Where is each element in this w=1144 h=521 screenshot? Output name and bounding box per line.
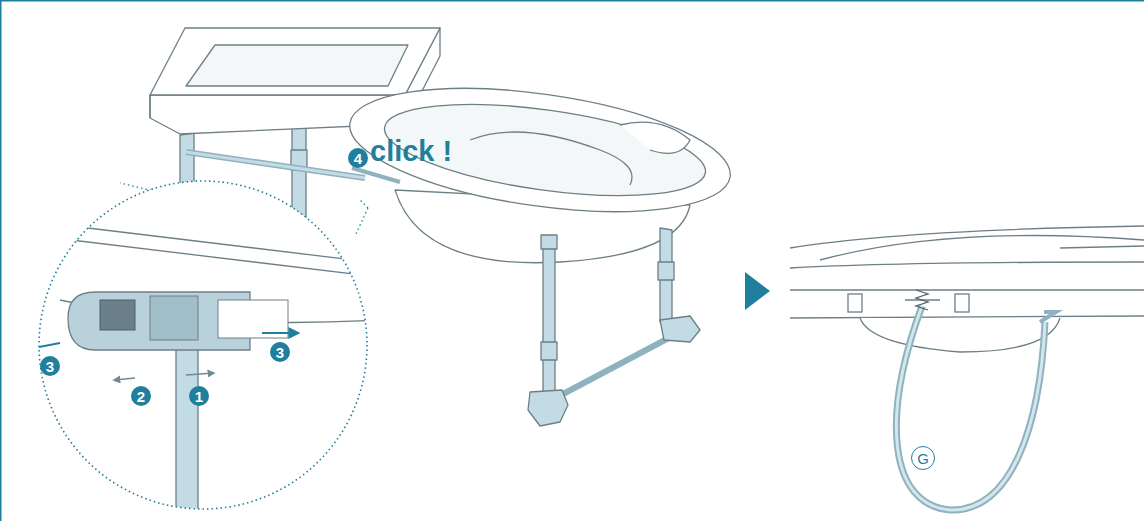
bath-tub bbox=[342, 68, 738, 426]
edge-line bbox=[149, 95, 150, 118]
rim-line bbox=[790, 316, 1144, 318]
table-tray bbox=[186, 45, 408, 86]
callout-number: 1 bbox=[189, 386, 209, 406]
foot-bar bbox=[548, 332, 680, 402]
direction-arrow bbox=[114, 378, 135, 380]
connecting-bar bbox=[186, 152, 365, 178]
tub-rim bbox=[342, 68, 738, 232]
rim-line bbox=[790, 289, 1144, 290]
direction-arrow bbox=[262, 332, 298, 334]
detail-bg bbox=[30, 170, 380, 520]
drain-detail bbox=[790, 226, 1144, 510]
leg-clip bbox=[541, 342, 557, 360]
callout-number: 3 bbox=[270, 342, 290, 362]
click-text: click ! bbox=[370, 137, 452, 166]
callout-number: 4 bbox=[348, 148, 368, 168]
slider bbox=[150, 296, 198, 340]
lock-button bbox=[100, 300, 135, 330]
inner-line bbox=[820, 236, 1144, 261]
connecting-bar bbox=[186, 152, 365, 178]
part-letter: G bbox=[911, 446, 935, 470]
table-top bbox=[150, 28, 440, 95]
step-arrow bbox=[745, 272, 770, 310]
rim-edge bbox=[38, 236, 370, 276]
direction-arrow bbox=[28, 343, 60, 349]
hose-spring bbox=[916, 290, 928, 310]
tub-foot bbox=[528, 390, 568, 426]
leg-clip bbox=[541, 235, 557, 249]
clip bbox=[955, 294, 969, 312]
callout-number: 3 bbox=[40, 356, 60, 376]
clip bbox=[848, 294, 862, 312]
drain-hose bbox=[896, 306, 1045, 510]
inner-line bbox=[1060, 246, 1144, 248]
magnified-detail bbox=[28, 170, 380, 520]
drain-hose bbox=[896, 306, 1045, 510]
tub-foot bbox=[660, 316, 700, 342]
rim-line bbox=[790, 262, 1144, 268]
headrest bbox=[620, 122, 690, 153]
direction-arrow bbox=[186, 373, 214, 375]
magnifier-circle bbox=[39, 181, 367, 509]
tub-leg bbox=[543, 240, 555, 392]
hose-end bbox=[1040, 312, 1056, 322]
bar-end bbox=[352, 168, 400, 182]
leg-clip bbox=[658, 262, 674, 280]
callout-number: 2 bbox=[131, 386, 151, 406]
seat-contour bbox=[470, 132, 632, 185]
tub-bottom bbox=[860, 318, 1060, 352]
